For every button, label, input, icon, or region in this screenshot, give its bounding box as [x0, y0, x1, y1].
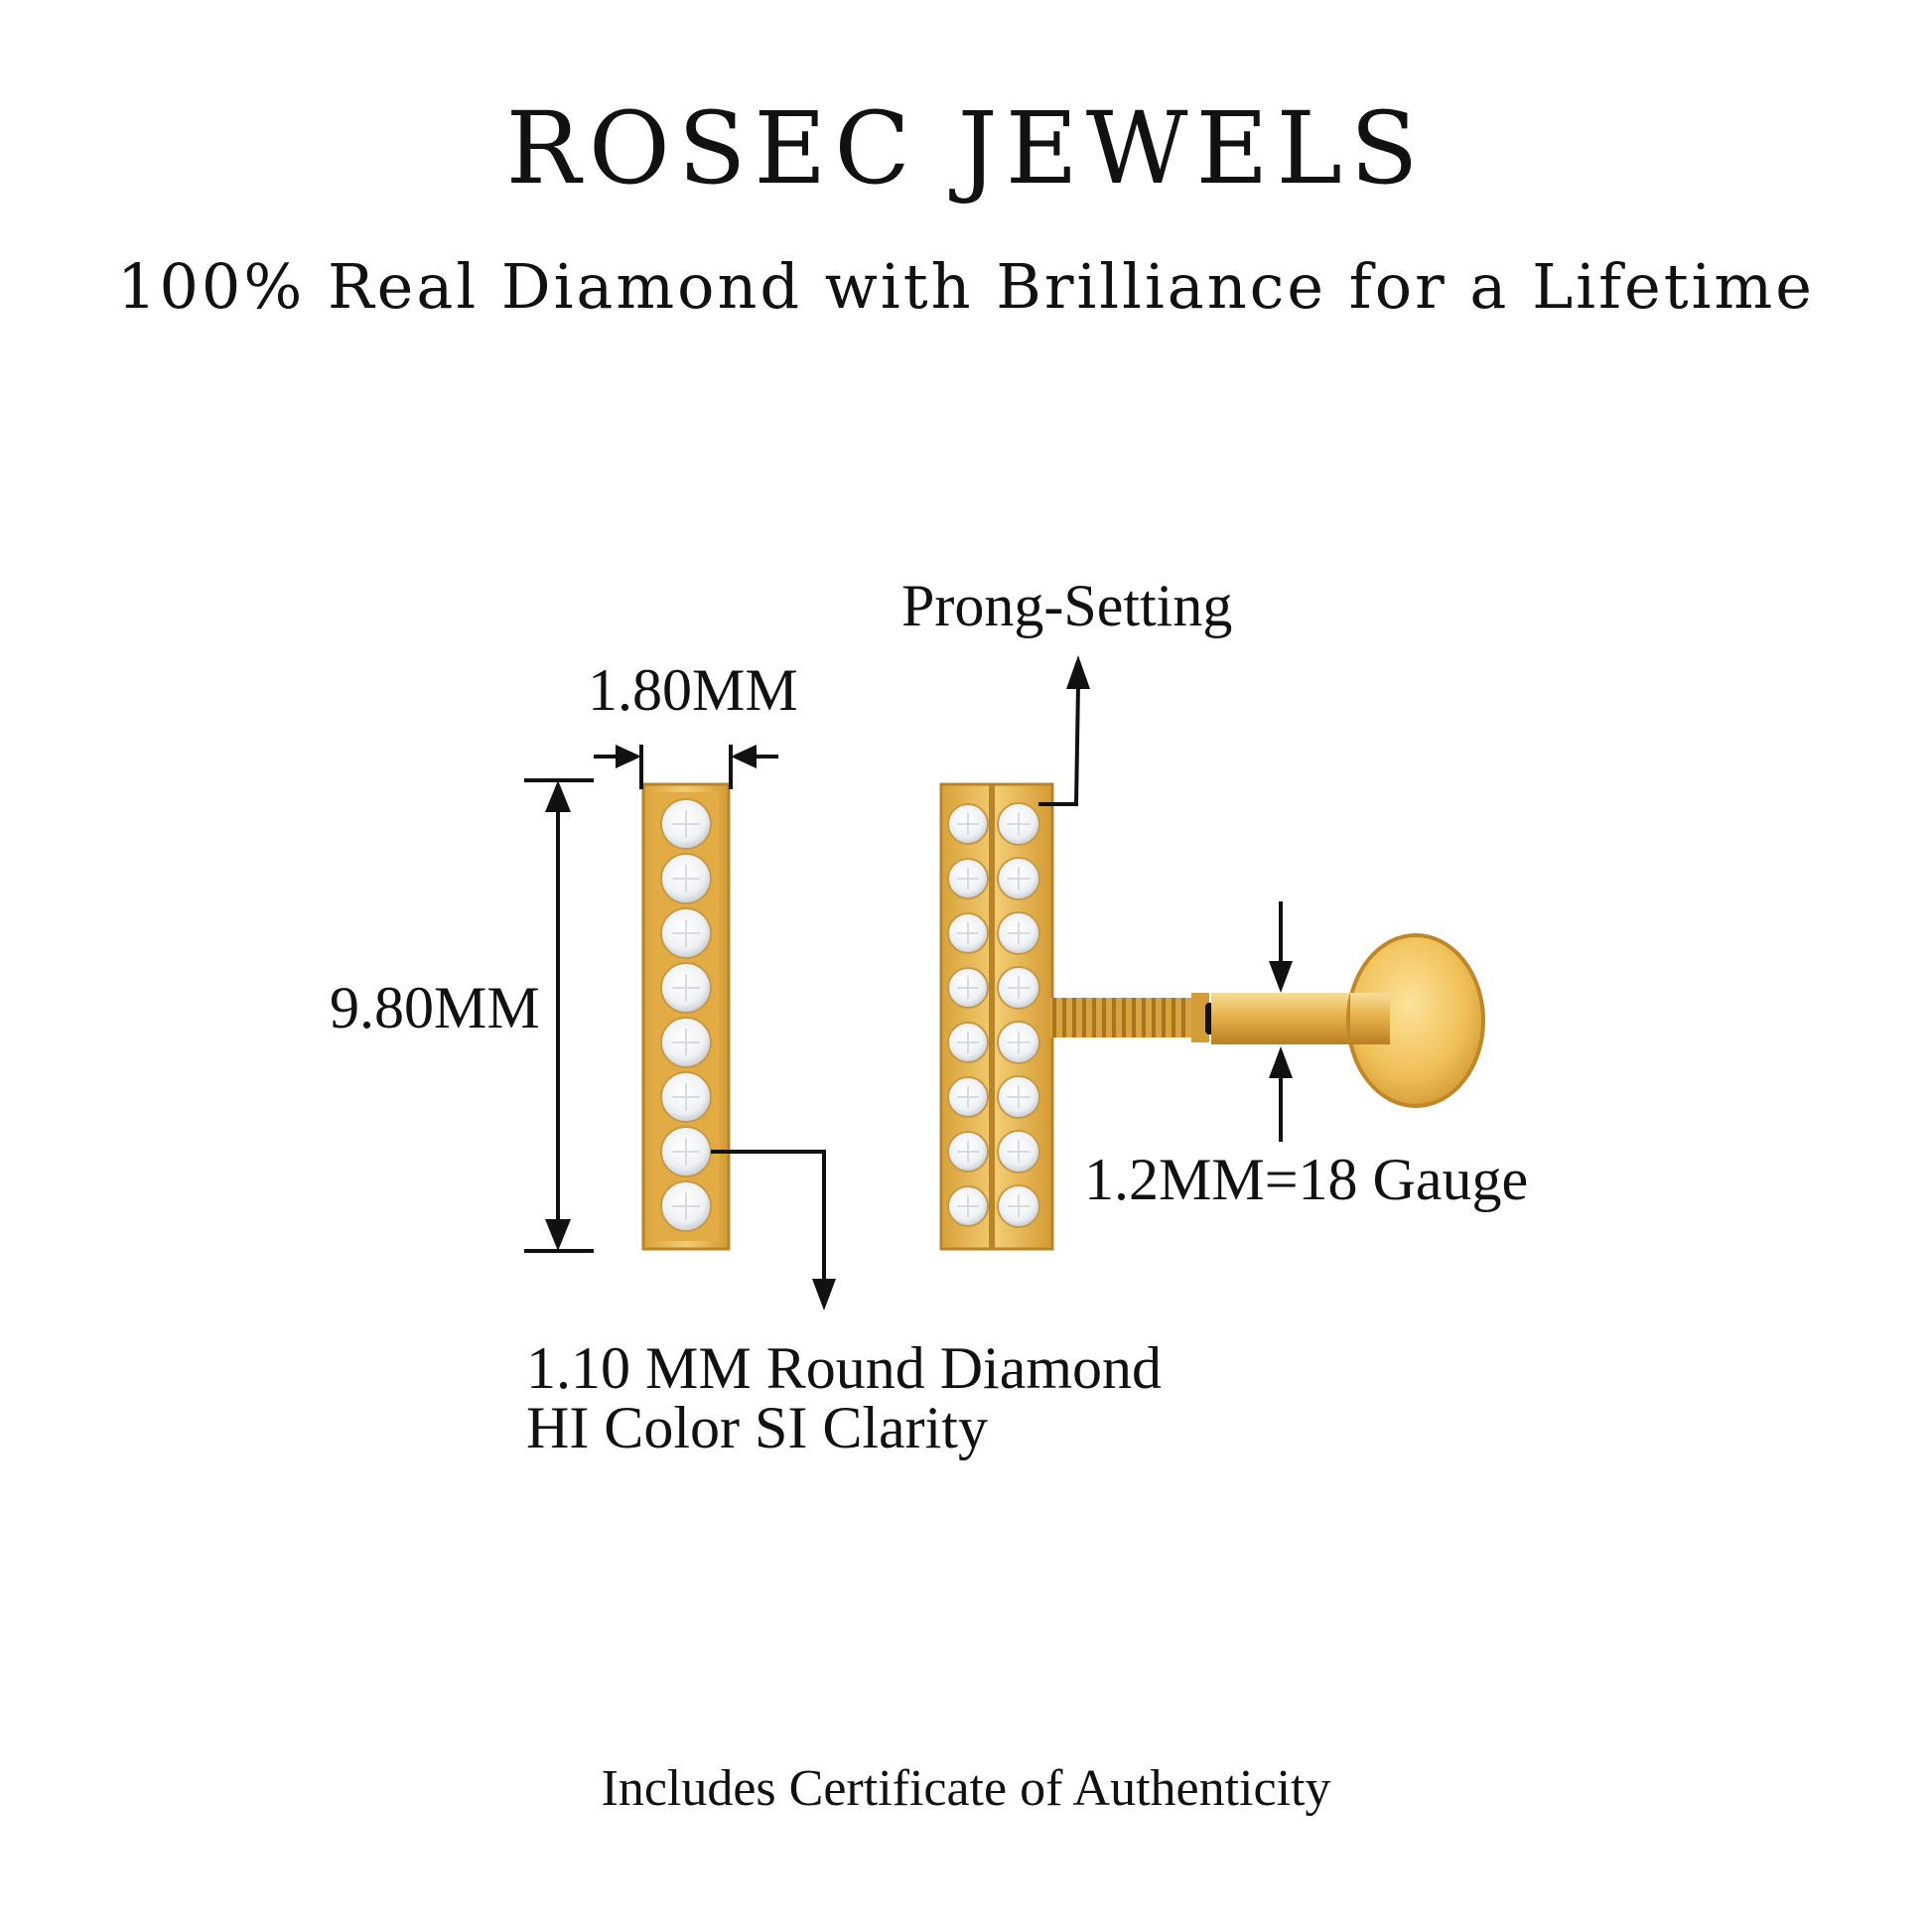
- side-diamond-right-facet: [1007, 1194, 1031, 1218]
- diamond-spec-label: 1.10 MM Round Diamond HI Color SI Clarit…: [526, 1338, 1162, 1457]
- front-diamonds: [660, 798, 712, 1232]
- side-diamond-left-facet: [957, 922, 979, 944]
- side-diamond-right-facet: [1007, 1031, 1031, 1054]
- front-view-bar: [641, 782, 731, 1251]
- front-diamond-facet: [672, 1192, 700, 1220]
- side-view-bar: [939, 782, 1054, 1251]
- gauge-label: 1.2MM=18 Gauge: [1084, 1147, 1529, 1212]
- side-diamond-right-facet: [1007, 812, 1031, 836]
- side-diamond-left-facet: [957, 1086, 979, 1108]
- brand-title: ROSEC JEWELS: [505, 90, 1427, 207]
- prong-setting-label: Prong-Setting: [901, 573, 1233, 638]
- width-label: 1.80MM: [588, 657, 798, 723]
- front-diamond-facet: [672, 865, 700, 893]
- gauge-dimension: [1269, 901, 1293, 1142]
- front-diamond-facet: [672, 919, 700, 947]
- diamond-spec-line-2: HI Color SI Clarity: [526, 1395, 988, 1460]
- certificate-note: Includes Certificate of Authenticity: [601, 1760, 1331, 1817]
- side-diamond-right-facet: [1007, 867, 1031, 891]
- side-diamond-right-facet: [1007, 976, 1031, 1000]
- diamond-leader: [711, 1150, 836, 1311]
- front-diamond-facet: [672, 1083, 700, 1111]
- side-diamond-right-facet: [1007, 1140, 1031, 1164]
- side-diamond-left-facet: [957, 1195, 979, 1217]
- side-diamond-left-facet: [957, 813, 979, 835]
- side-diamonds: [947, 802, 1040, 1228]
- side-diamond-left-facet: [957, 1032, 979, 1053]
- front-diamond-facet: [672, 974, 700, 1002]
- labret-pin: [1050, 933, 1485, 1108]
- front-diamond-facet: [672, 1029, 700, 1056]
- side-diamond-left-facet: [957, 977, 979, 999]
- side-diamond-right-facet: [1007, 1085, 1031, 1109]
- side-diamond-right-facet: [1007, 921, 1031, 945]
- tagline: 100% Real Diamond with Brilliance for a …: [117, 250, 1815, 323]
- front-diamond-facet: [672, 1138, 700, 1166]
- height-dimension: [524, 778, 594, 1253]
- diamond-spec-line-1: 1.10 MM Round Diamond: [526, 1335, 1163, 1401]
- front-diamond-facet: [672, 810, 700, 838]
- side-diamond-left-facet: [957, 1141, 979, 1163]
- width-dimension: [594, 745, 778, 789]
- side-diamond-left-facet: [957, 868, 979, 890]
- prong-setting-leader: [1038, 655, 1090, 806]
- height-label: 9.80MM: [330, 975, 540, 1040]
